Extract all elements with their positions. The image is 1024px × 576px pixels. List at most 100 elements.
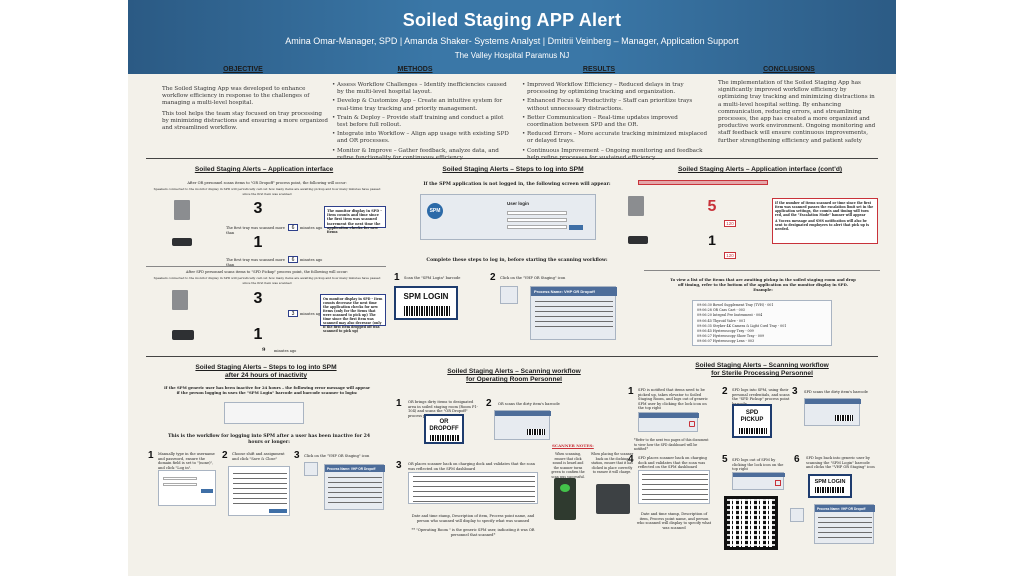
conclusions-heading: CONCLUSIONS: [763, 66, 815, 73]
process-header: [325, 465, 385, 472]
domain-select[interactable]: [507, 225, 567, 229]
step-number: 5: [722, 454, 728, 465]
spd-note-box: On monitor display in SPD - Item counts …: [320, 294, 386, 333]
login-24h-workflow-caption: This is the workflow for logging into SP…: [167, 434, 371, 445]
scan-spd-step-5: SPD logs out of SPM by clicking the lock…: [732, 458, 784, 472]
shift-options: [233, 473, 287, 507]
objective-heading: OBJECTIVE: [223, 66, 263, 73]
password-input[interactable]: [507, 218, 567, 222]
count-or-a-note: The first tray was scanned more than: [226, 226, 285, 235]
barcode: [527, 429, 545, 435]
cart-icon: [174, 200, 190, 220]
minutes-or-b: 6: [288, 256, 298, 263]
scan-or-footer-2: ** "Operating Room " is the generic SPM …: [411, 528, 535, 537]
spd-dashboard: [638, 470, 710, 504]
spd-subcaption: Speakers connected to the monitor displa…: [153, 276, 381, 285]
scan-or-step-2: OR scans the dirty item's barcode: [498, 402, 560, 406]
count-spd-b: 1: [253, 326, 263, 343]
process-screen: Process Name: VHP OR Dropoff: [324, 464, 385, 510]
logout-screen: [732, 472, 785, 490]
barcode: [430, 435, 460, 441]
login-step-1: Scan the "SPM Login" barcode: [404, 276, 461, 280]
step-number: 2: [490, 272, 496, 283]
scan-spd-step-1: SPD is notified that items need to be pi…: [638, 388, 708, 411]
process-header: [531, 287, 617, 296]
or-subcaption: Speakers connected to the monitor displa…: [153, 187, 381, 196]
scanner-icon: [172, 330, 194, 340]
minutes-label: minutes ago: [274, 349, 297, 353]
list-caption: To view a list of the items that are awa…: [670, 277, 856, 292]
step-number: 1: [628, 386, 634, 397]
methods-item: Train & Deploy – Provide staff training …: [332, 115, 514, 129]
minutes-or-a: 6: [288, 224, 298, 231]
lock-icon[interactable]: [689, 421, 695, 427]
login-button[interactable]: [201, 489, 213, 493]
process-rows: [818, 517, 872, 541]
header-banner: Soiled Staging APP Alert Amina Omar-Mana…: [128, 0, 896, 74]
step-number: 2: [486, 398, 492, 409]
lock-screen: [638, 412, 699, 432]
panel-scan-spd-title: Soiled Staging Alerts – Scanning workflo…: [644, 362, 880, 378]
spm-login-card: SPM LOGIN: [808, 474, 852, 498]
results-item: Better Communication – Real-time updates…: [522, 115, 712, 129]
staging-icon[interactable]: [500, 286, 518, 304]
scanner-note-1: When scanning, ensure that click sound i…: [551, 452, 585, 479]
list-item: 09:06:35 Stryker 4K Camera & Light Cord …: [697, 323, 787, 328]
username-input[interactable]: [163, 477, 197, 480]
process-label: Process Name: VHP OR Dropoff: [817, 506, 866, 511]
panel-scan-or-title-1: Soiled Staging Alerts – Scanning workflo…: [447, 368, 581, 375]
escalated-count: 5: [707, 198, 717, 215]
poster-title: Soiled Staging APP Alert: [402, 10, 622, 30]
list-item: 09:06:45 Thyroid Valve - 001: [697, 318, 746, 323]
qr-code-pattern: [727, 499, 775, 547]
list-item: 09:06:07 Hysteroscopy Lens - 003: [697, 339, 755, 344]
save-close-button[interactable]: [269, 509, 287, 513]
scan-or-footer: Date and time stamp, Description of item…: [411, 514, 535, 523]
escalation-banner: [638, 180, 768, 185]
lock-header: [639, 413, 699, 418]
results-item: Enhanced Focus & Productivity – Staff ca…: [522, 98, 712, 112]
minutes-label: minutes ago: [300, 226, 323, 230]
scanner-light: [560, 484, 570, 492]
lock-icon[interactable]: [775, 480, 781, 486]
minutes-spd-a: 3: [288, 310, 298, 317]
minutes-label: minutes ago: [300, 258, 323, 262]
escalation-note: If the number of items scanned or time s…: [775, 201, 874, 217]
panel-scan-or-title: Soiled Staging Alerts – Scanning workflo…: [396, 368, 632, 384]
barcode: [815, 487, 845, 493]
cart-icon: [172, 290, 188, 310]
escalation-note-2: A Vocera message and SMS notification wi…: [775, 219, 869, 231]
objective-text: The Soiled Staging App was developed to …: [162, 86, 330, 132]
panel-scan-spd-title-1: Soiled Staging Alerts – Scanning workflo…: [695, 362, 829, 369]
pending-items-list: 09:06:30 Bowel Supplement Tray (TVH) - 0…: [692, 300, 832, 346]
list-item: 09:06:30 Bowel Supplement Tray (TVH) - 0…: [697, 303, 774, 307]
or-dropoff-label: OR DROPOFF: [429, 419, 459, 432]
manual-login-screen: [158, 470, 216, 506]
list-item: 09:06:20 Integral Pre Instrument - 004: [697, 313, 763, 318]
results-item: Reduced Errors – More accurate tracking …: [522, 131, 712, 145]
staging-icon[interactable]: [304, 462, 318, 476]
results-heading: RESULTS: [582, 66, 616, 73]
or-dropoff-card: OR DROPOFF: [424, 414, 464, 444]
login-button[interactable]: [569, 225, 583, 230]
docking-station-photo: [596, 484, 630, 514]
login-step-2: Click on the "VHP OR Staging" icon: [500, 276, 566, 280]
spm-logo: SPM: [427, 203, 443, 219]
spd-pickup-card: SPD PICKUP: [732, 404, 772, 438]
password-input[interactable]: [163, 483, 197, 486]
escalated-minutes: 120: [724, 220, 736, 227]
step-number: 1: [396, 398, 402, 409]
escalated-count-b: 1: [708, 232, 716, 248]
objective-para-2: This tool helps the team stay focused on…: [162, 110, 328, 132]
barcode: [835, 415, 853, 421]
scan-spd-step-4: SPD places scanner back on charging dock…: [638, 456, 707, 470]
item-header: [805, 399, 861, 404]
methods-item: Integrate into Workflow – Align app usag…: [332, 131, 514, 145]
dashboard-rows: [413, 476, 535, 502]
process-rows: [535, 301, 613, 331]
username-input[interactable]: [507, 211, 567, 215]
staging-icon[interactable]: [790, 508, 804, 522]
step-number: 3: [396, 460, 402, 471]
escalation-note-box: If the number of items scanned or time s…: [772, 198, 878, 244]
step-number: 1: [394, 272, 400, 283]
